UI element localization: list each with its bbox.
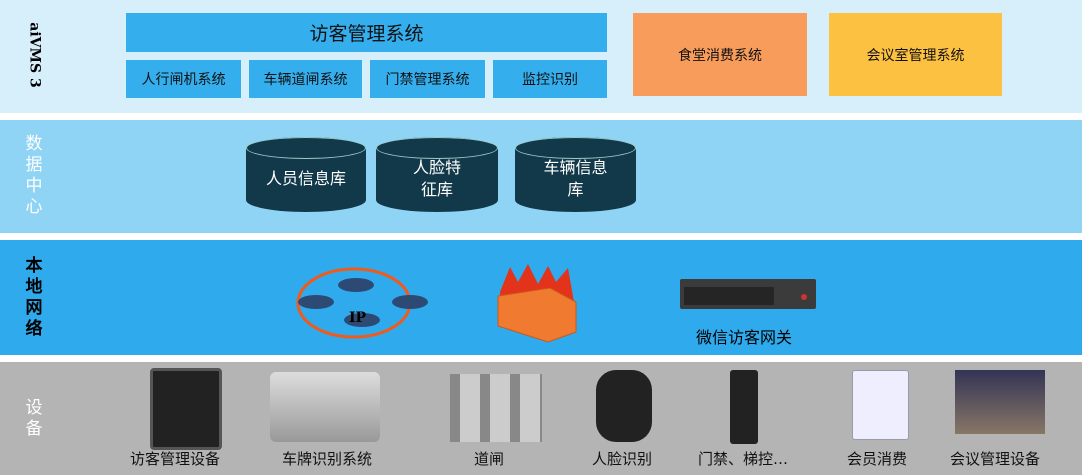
monitoring-recognition: 监控识别 xyxy=(493,60,607,98)
device-label: 访客管理设备 xyxy=(130,450,221,468)
device-label: 会议管理设备 xyxy=(950,450,1041,468)
pedestrian-gate-system: 人行闸机系统 xyxy=(126,60,241,98)
access-keypad-icon xyxy=(730,370,758,444)
layer-local-network: 本地网络 IP 微信访客网关 xyxy=(0,240,1082,355)
ip-network-icon xyxy=(296,267,428,339)
visitor-management-system: 访客管理系统 xyxy=(126,13,607,52)
vehicle-database: 车辆信息库 xyxy=(515,137,636,212)
device-label: 门禁、梯控… xyxy=(698,450,789,468)
card-reader-icon xyxy=(852,370,909,440)
device-label: 会员消费 xyxy=(847,450,908,468)
layer-label-devices: 设备 xyxy=(25,398,43,439)
visitor-terminal-icon xyxy=(150,368,222,450)
canteen-system: 食堂消费系统 xyxy=(633,13,807,96)
device-label: 人脸识别 xyxy=(592,450,653,468)
meeting-room-system: 会议室管理系统 xyxy=(829,13,1002,96)
wechat-gateway-device-icon xyxy=(680,279,816,309)
meeting-room-icon xyxy=(955,370,1045,434)
layer-application: aiVMS 3 访客管理系统 人行闸机系统 车辆道闸系统 门禁管理系统 监控识别… xyxy=(0,0,1082,113)
plate-recognition-icon xyxy=(270,372,380,442)
face-feature-database: 人脸特征库 xyxy=(376,137,498,212)
ip-label: IP xyxy=(349,310,367,326)
device-label: 车牌识别系统 xyxy=(282,450,373,468)
personnel-database: 人员信息库 xyxy=(246,137,366,212)
access-control-system: 门禁管理系统 xyxy=(370,60,485,98)
gate-icon xyxy=(450,374,542,442)
firewall-icon xyxy=(497,264,577,343)
wechat-gateway-label: 微信访客网关 xyxy=(696,328,793,347)
layer-label-network: 本地网络 xyxy=(25,256,43,339)
device-label: 道闸 xyxy=(474,450,505,468)
face-camera-icon xyxy=(596,370,652,442)
layer-label-data: 数据中心 xyxy=(25,134,43,217)
vehicle-gate-system: 车辆道闸系统 xyxy=(249,60,362,98)
layer-label-app: aiVMS 3 xyxy=(27,22,44,88)
layer-devices: 设备 xyxy=(0,362,1082,475)
